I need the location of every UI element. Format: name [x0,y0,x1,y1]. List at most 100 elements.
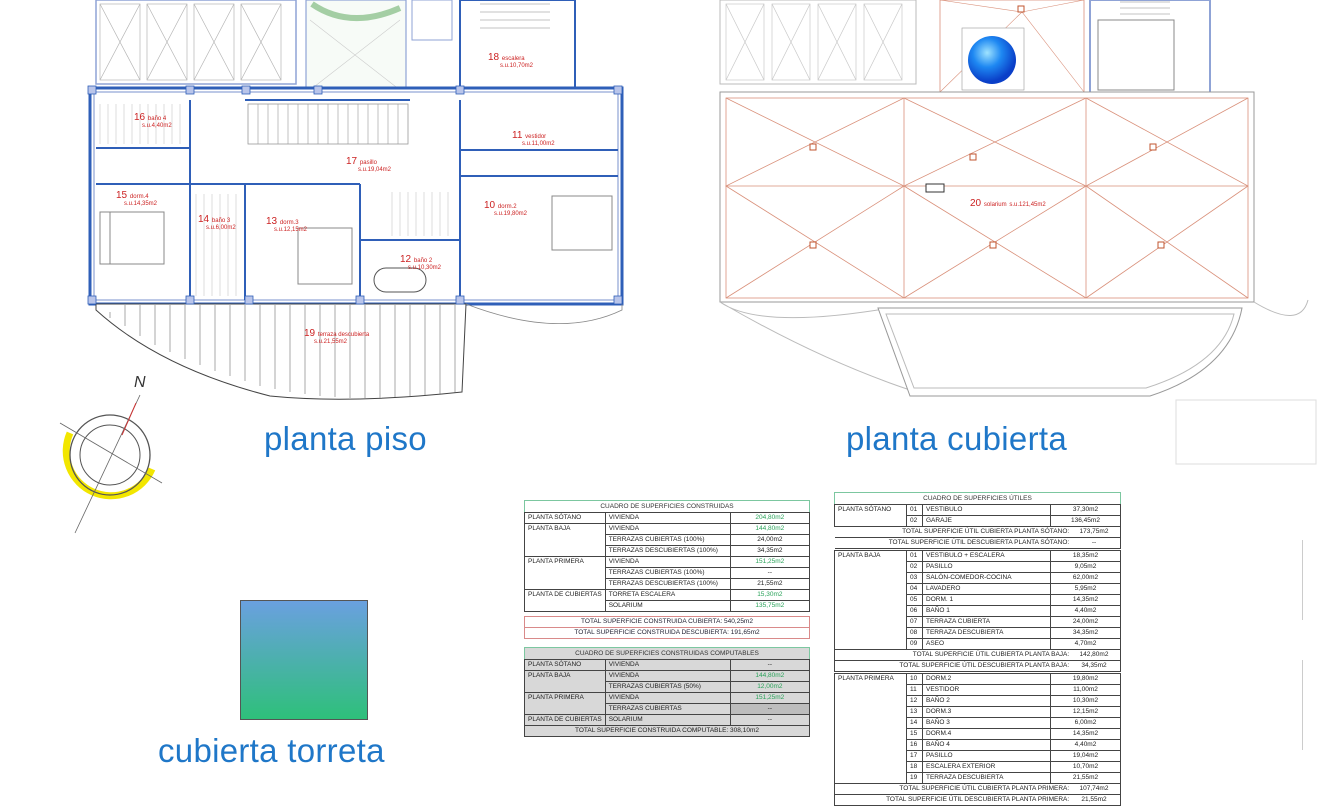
room-name: terraza descubierta [317,332,370,338]
cell-n: 06 [906,605,923,617]
room-num: 19 [304,328,316,339]
room-label-escalera: 18 escalera s.u.10,70m2 [488,52,533,74]
cell-n: 01 [906,550,923,562]
table-row: TOTAL SUPERFICIE ÚTIL DESCUBIERTA PLANTA… [834,537,1121,549]
cell-n: 01 [906,504,923,516]
cell-item: TERRAZAS CUBIERTAS (100%) [604,567,731,579]
room-area: s.u.21,55m2 [314,339,348,345]
cell-n: 09 [906,638,923,650]
cell-item: VIVIENDA [604,556,731,568]
cell-value: -- [729,659,811,671]
cell-value: 10,30m2 [1050,695,1121,707]
cell-value: 5,95m2 [1050,583,1121,595]
cell-n: 02 [906,561,923,573]
table-superficies-construidas: CUADRO DE SUPERFICIES CONSTRUIDAS PLANTA… [524,500,811,639]
cell-value: 11,00m2 [1050,684,1121,696]
room-name: dorm.4 [129,194,149,200]
cell-item: TERRAZAS DESCUBIERTAS (100%) [604,545,731,557]
cell-n: 16 [906,739,923,751]
cell-item: VESTIBULO + ESCALERA [922,550,1051,562]
room-area: s.u.11,00m2 [522,141,555,147]
cell-floor: PLANTA BAJA [834,550,907,650]
cell-value: 18,35m2 [1050,550,1121,562]
cell-value: 6,00m2 [1050,717,1121,729]
cell-value: 24,00m2 [729,534,811,546]
cell-value: 37,30m2 [1050,504,1121,516]
cell-item: ASEO [922,638,1051,650]
cell-item: SOLARIUM [604,714,731,726]
total-label: TOTAL SUPERFICIE ÚTIL CUBIERTA PLANTA BA… [912,651,1070,658]
margin-line [1302,540,1303,620]
cell-n: 11 [906,684,923,696]
cell-item: TERRAZAS DESCUBIERTAS (100%) [604,578,731,590]
table-row: TOTAL SUPERFICIE ÚTIL CUBIERTA PLANTA SÓ… [834,526,1121,538]
cell-value: 34,35m2 [729,545,811,557]
cell-item: VESTIBULO [922,504,1051,516]
cell-item: TERRAZAS CUBIERTAS (50%) [604,681,731,693]
cell-item: VIVIENDA [604,692,731,704]
cell-value: 4,40m2 [1050,739,1121,751]
cell-floor: PLANTA PRIMERA [524,556,606,590]
room-name: baño 4 [147,116,167,122]
cell-n: 12 [906,695,923,707]
cell-item: ESCALERA EXTERIOR [922,761,1051,773]
cell-floor: PLANTA BAJA [524,523,606,557]
cell-value: 135,75m2 [729,600,811,612]
cell-item: VIVIENDA [604,512,731,524]
cell-item: TERRAZA CUBIERTA [922,616,1051,628]
cell-item: TERRAZA DESCUBIERTA [922,627,1051,639]
cell-value: -- [729,714,811,726]
cell-value: 9,05m2 [1050,561,1121,573]
cell-value: 136,45m2 [1050,515,1121,527]
cell-n: 14 [906,717,923,729]
room-num: 17 [346,156,358,167]
cell-value: 144,80m2 [729,670,811,682]
room-area: s.u.4,40m2 [142,123,172,129]
room-area: s.u.19,80m2 [494,211,528,217]
room-num: 10 [484,200,496,211]
planta-piso-plan [87,0,624,400]
room-label-vestidor: 11 vestidor s.u.11,00m2 [512,130,555,152]
cell-value: 62,00m2 [1050,572,1121,584]
cell-value: 151,25m2 [729,692,811,704]
room-label-solarium: 20 solarium s.u.121,45m2 [970,198,1046,209]
cell-n: 02 [906,515,923,527]
cell-value: 34,35m2 [1050,627,1121,639]
table-title: CUADRO DE SUPERFICIES CONSTRUIDAS [524,500,810,512]
cell-item: DORM. 1 [922,594,1051,606]
room-area: s.u.14,35m2 [124,201,158,207]
cell-value: 14,35m2 [1050,594,1121,606]
cell-item: PASILLO [922,561,1051,573]
cell-item: LAVADERO [922,583,1051,595]
room-name: escalera [501,56,525,62]
total-descubierta: TOTAL SUPERFICIE CONSTRUIDA DESCUBIERTA:… [524,628,810,639]
room-num: 12 [400,254,412,265]
cell-item: TERRAZAS CUBIERTAS (100%) [604,534,731,546]
room-name: dorm.2 [497,204,517,210]
room-num: 11 [512,130,523,141]
total-value: 107,74m2 [1079,785,1109,792]
room-label-bano-4: 16 baño 4 s.u.4,40m2 [134,112,172,134]
total-value: 21,55m2 [1081,796,1107,803]
total-value: 142,80m2 [1079,651,1109,658]
cell-value: 19,80m2 [1050,673,1121,685]
cell-n: 05 [906,594,923,606]
room-num: 18 [488,52,500,63]
cell-item: VESTIDOR [922,684,1051,696]
title-planta-piso: planta piso [264,420,427,457]
cell-item: DORM.4 [922,728,1051,740]
table-row: TOTAL SUPERFICIE ÚTIL DESCUBIERTA PLANTA… [834,794,1121,806]
cell-floor: PLANTA BAJA [524,670,606,693]
